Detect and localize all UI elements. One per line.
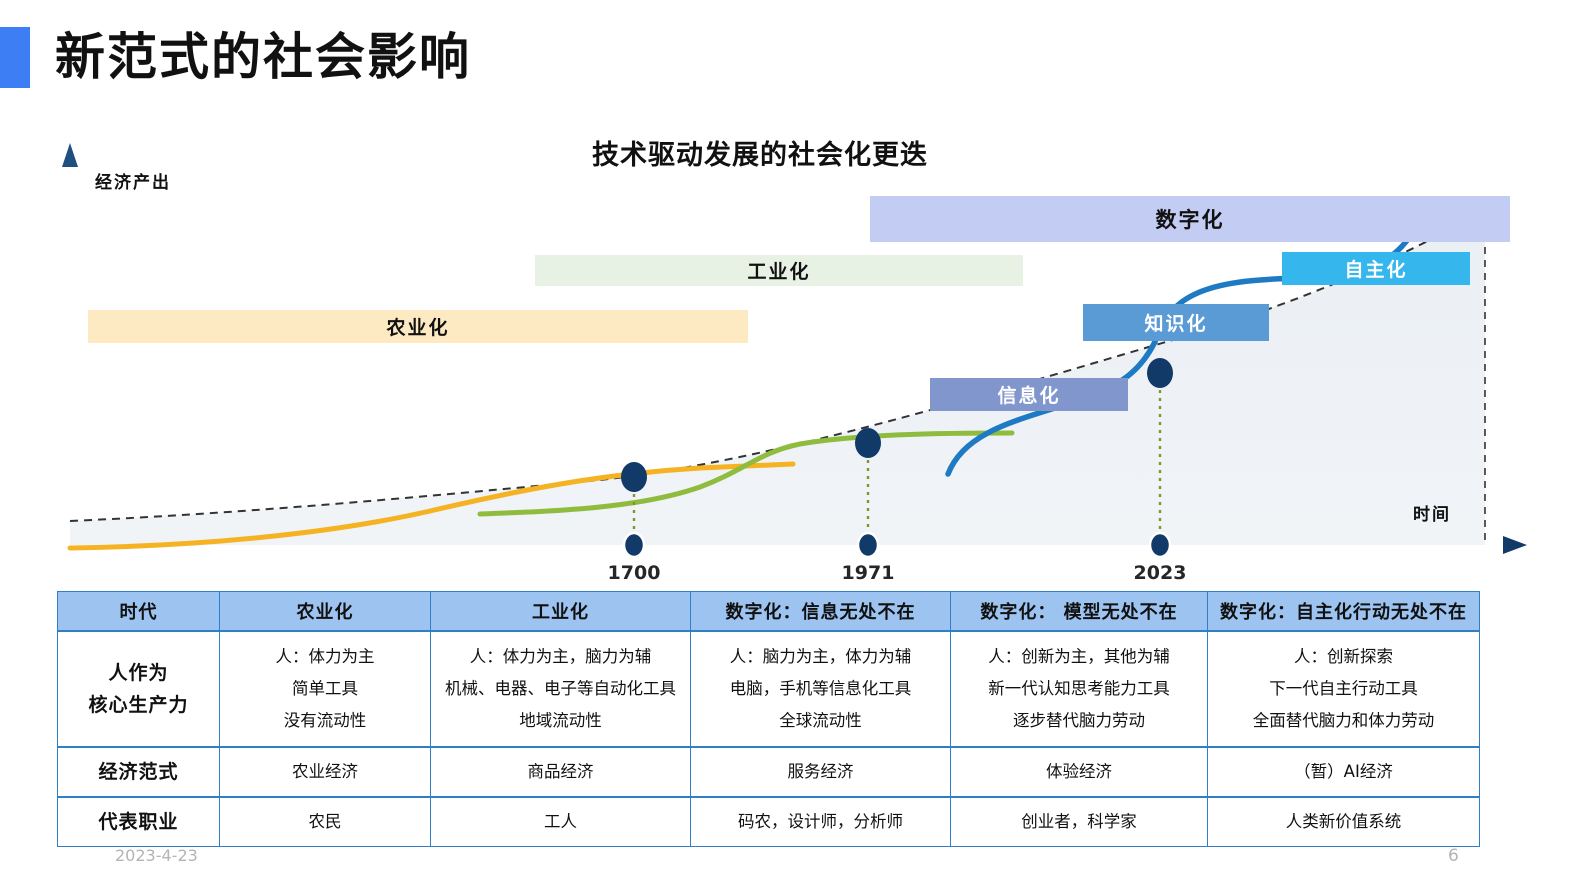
cell-line: 人：体力为主 [275, 647, 375, 666]
table-cell: 农民 [219, 796, 431, 847]
table-row: 代表职业 农民 工人 码农，设计师，分析师 创业者，科学家 人类新价值系统 [57, 796, 1480, 847]
table-cell: 服务经济 [690, 746, 951, 798]
axis-marker-1971 [856, 531, 880, 559]
footer-page-number: 6 [1448, 846, 1459, 866]
table-cell: 码农，设计师，分析师 [690, 796, 951, 847]
table-cell: 工人 [430, 796, 691, 847]
y-axis-arrowhead [62, 143, 78, 167]
axis-marker-1700 [622, 531, 646, 559]
cell-line: 下一代自主行动工具 [1269, 679, 1418, 698]
trend-area-fill [70, 210, 1485, 545]
agriculture-s-curve [67, 461, 796, 551]
table-cell: 商品经济 [430, 746, 691, 798]
curve-marker-1700 [621, 462, 647, 492]
era-band-digitalization: 数字化 [870, 196, 1510, 242]
table-row: 经济范式 农业经济 商品经济 服务经济 体验经济 （暂）AI经济 [57, 746, 1480, 798]
chart-title: 技术驱动发展的社会化更迭 [592, 140, 928, 171]
cell-line: 人：创新为主，其他为辅 [988, 647, 1170, 666]
era-band-industrialization: 工业化 [535, 255, 1023, 286]
row-label-economic-paradigm: 经济范式 [57, 746, 220, 798]
year-label-2023: 2023 [1133, 562, 1187, 584]
table-cell: 人：脑力为主，体力为辅 电脑，手机等信息化工具 全球流动性 [690, 630, 951, 748]
table-cell: 农业经济 [219, 746, 431, 798]
cell-line: 人：体力为主，脑力为辅 [469, 647, 652, 666]
table-header-digital-model: 数字化： 模型无处不在 [950, 591, 1208, 632]
cell-line: 逐步替代脑力劳动 [1013, 711, 1145, 730]
table-header-era: 时代 [57, 591, 220, 632]
cell-line: 地域流动性 [519, 711, 602, 730]
industrialization-s-curve [477, 430, 1015, 517]
row-label-productivity: 人作为 核心生产力 [57, 630, 220, 748]
cell-line: 人：创新探索 [1294, 647, 1393, 666]
year-label-1971: 1971 [841, 562, 895, 584]
table-cell: （暂）AI经济 [1207, 746, 1480, 798]
chart-region: 技术驱动发展的社会化更迭 [62, 140, 1527, 584]
cell-line: 新一代认知思考能力工具 [988, 679, 1170, 698]
cell-line: 电脑，手机等信息化工具 [729, 679, 912, 698]
era-band-knowledge: 知识化 [1083, 304, 1269, 341]
paradigm-comparison-table: 时代 农业化 工业化 数字化：信息无处不在 数字化： 模型无处不在 数字化：自主… [57, 591, 1480, 847]
x-axis-label: 时间 [1413, 505, 1451, 525]
row-label-line: 核心生产力 [88, 694, 189, 716]
table-header-digital-information: 数字化：信息无处不在 [690, 591, 951, 632]
table-cell: 人：创新为主，其他为辅 新一代认知思考能力工具 逐步替代脑力劳动 [950, 630, 1208, 748]
axis-marker-2023 [1148, 531, 1172, 559]
table-cell: 人：创新探索 下一代自主行动工具 全面替代脑力和体力劳动 [1207, 630, 1480, 748]
cell-line: 全球流动性 [779, 711, 862, 730]
curve-marker-1971 [855, 428, 881, 458]
chart-canvas [62, 143, 1527, 559]
title-accent-bar [0, 27, 30, 88]
row-label-line: 人作为 [108, 662, 169, 684]
table-header-digital-autonomy: 数字化：自主化行动无处不在 [1207, 591, 1480, 632]
table-header-industrialization: 工业化 [430, 591, 691, 632]
era-band-agriculture: 农业化 [88, 310, 748, 343]
cell-line: 简单工具 [292, 679, 358, 698]
table-row: 人作为 核心生产力 人：体力为主 简单工具 没有流动性 人：体力为主，脑力为辅 … [57, 630, 1480, 748]
x-axis-arrowhead [1503, 536, 1527, 554]
era-band-autonomy: 自主化 [1282, 252, 1470, 285]
row-label-occupation: 代表职业 [57, 796, 220, 847]
era-band-informatization: 信息化 [930, 378, 1128, 411]
table-cell: 体验经济 [950, 746, 1208, 798]
table-cell: 创业者，科学家 [950, 796, 1208, 847]
cell-line: 人：脑力为主，体力为辅 [729, 647, 912, 666]
table-header-agriculture: 农业化 [219, 591, 431, 632]
footer-date: 2023-4-23 [115, 846, 198, 865]
y-axis-label: 经济产出 [95, 173, 171, 193]
cell-line: 机械、电器、电子等自动化工具 [445, 679, 676, 698]
table-cell: 人类新价值系统 [1207, 796, 1480, 847]
cell-line: 没有流动性 [283, 711, 367, 730]
table-header-row: 时代 农业化 工业化 数字化：信息无处不在 数字化： 模型无处不在 数字化：自主… [57, 591, 1480, 632]
page-title: 新范式的社会影响 [55, 28, 471, 86]
cell-line: 全面替代脑力和体力劳动 [1252, 711, 1435, 730]
curve-marker-2023 [1147, 358, 1173, 388]
table-cell: 人：体力为主 简单工具 没有流动性 [219, 630, 431, 748]
table-cell: 人：体力为主，脑力为辅 机械、电器、电子等自动化工具 地域流动性 [430, 630, 691, 748]
year-label-1700: 1700 [607, 562, 661, 584]
